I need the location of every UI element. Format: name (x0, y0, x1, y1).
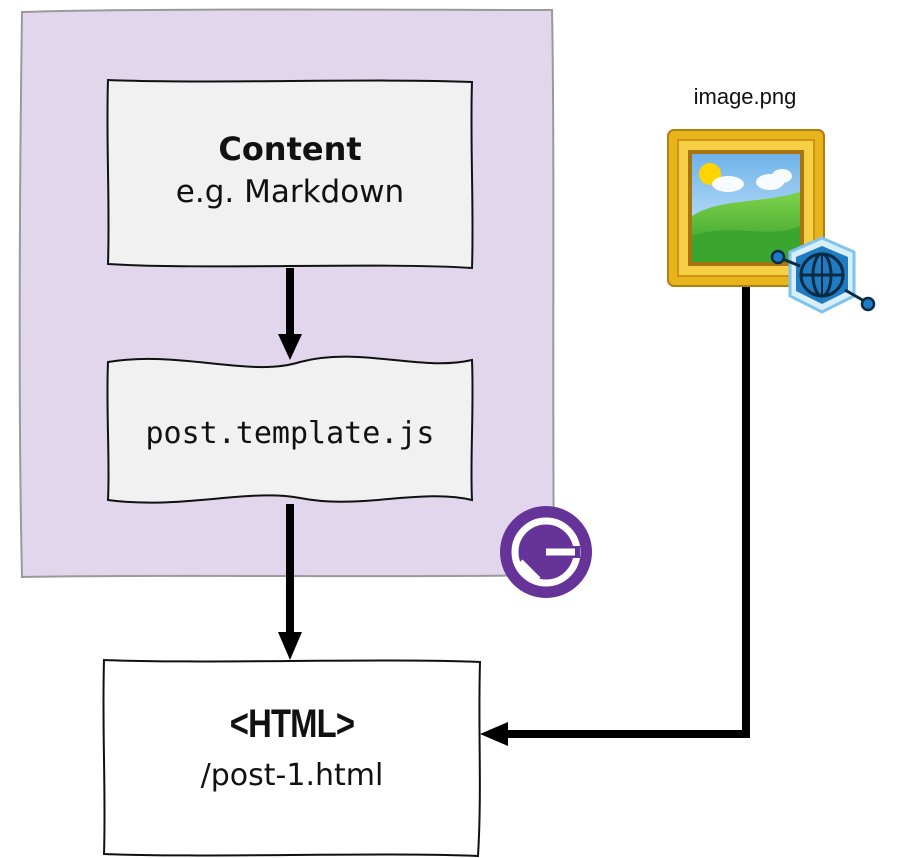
arrow-template-to-output (278, 504, 302, 660)
framed-landscape-picture-icon (667, 129, 825, 287)
arrow-content-to-template (278, 268, 302, 360)
hexagon-globe-icon (770, 236, 876, 314)
template-node (106, 355, 474, 504)
html-output-path: /post-1.html (200, 758, 384, 793)
html-output-node (102, 658, 482, 858)
gatsby-logo-icon (500, 506, 592, 598)
html-output-tag: <HTML> (229, 702, 355, 746)
content-node-title: Content (218, 130, 362, 168)
content-node-subtitle: e.g. Markdown (175, 174, 405, 210)
content-node (106, 78, 474, 270)
template-node-label: post.template.js (145, 416, 435, 451)
image-filename-label: image.png (693, 84, 797, 109)
arrow-image-to-output (480, 286, 750, 746)
